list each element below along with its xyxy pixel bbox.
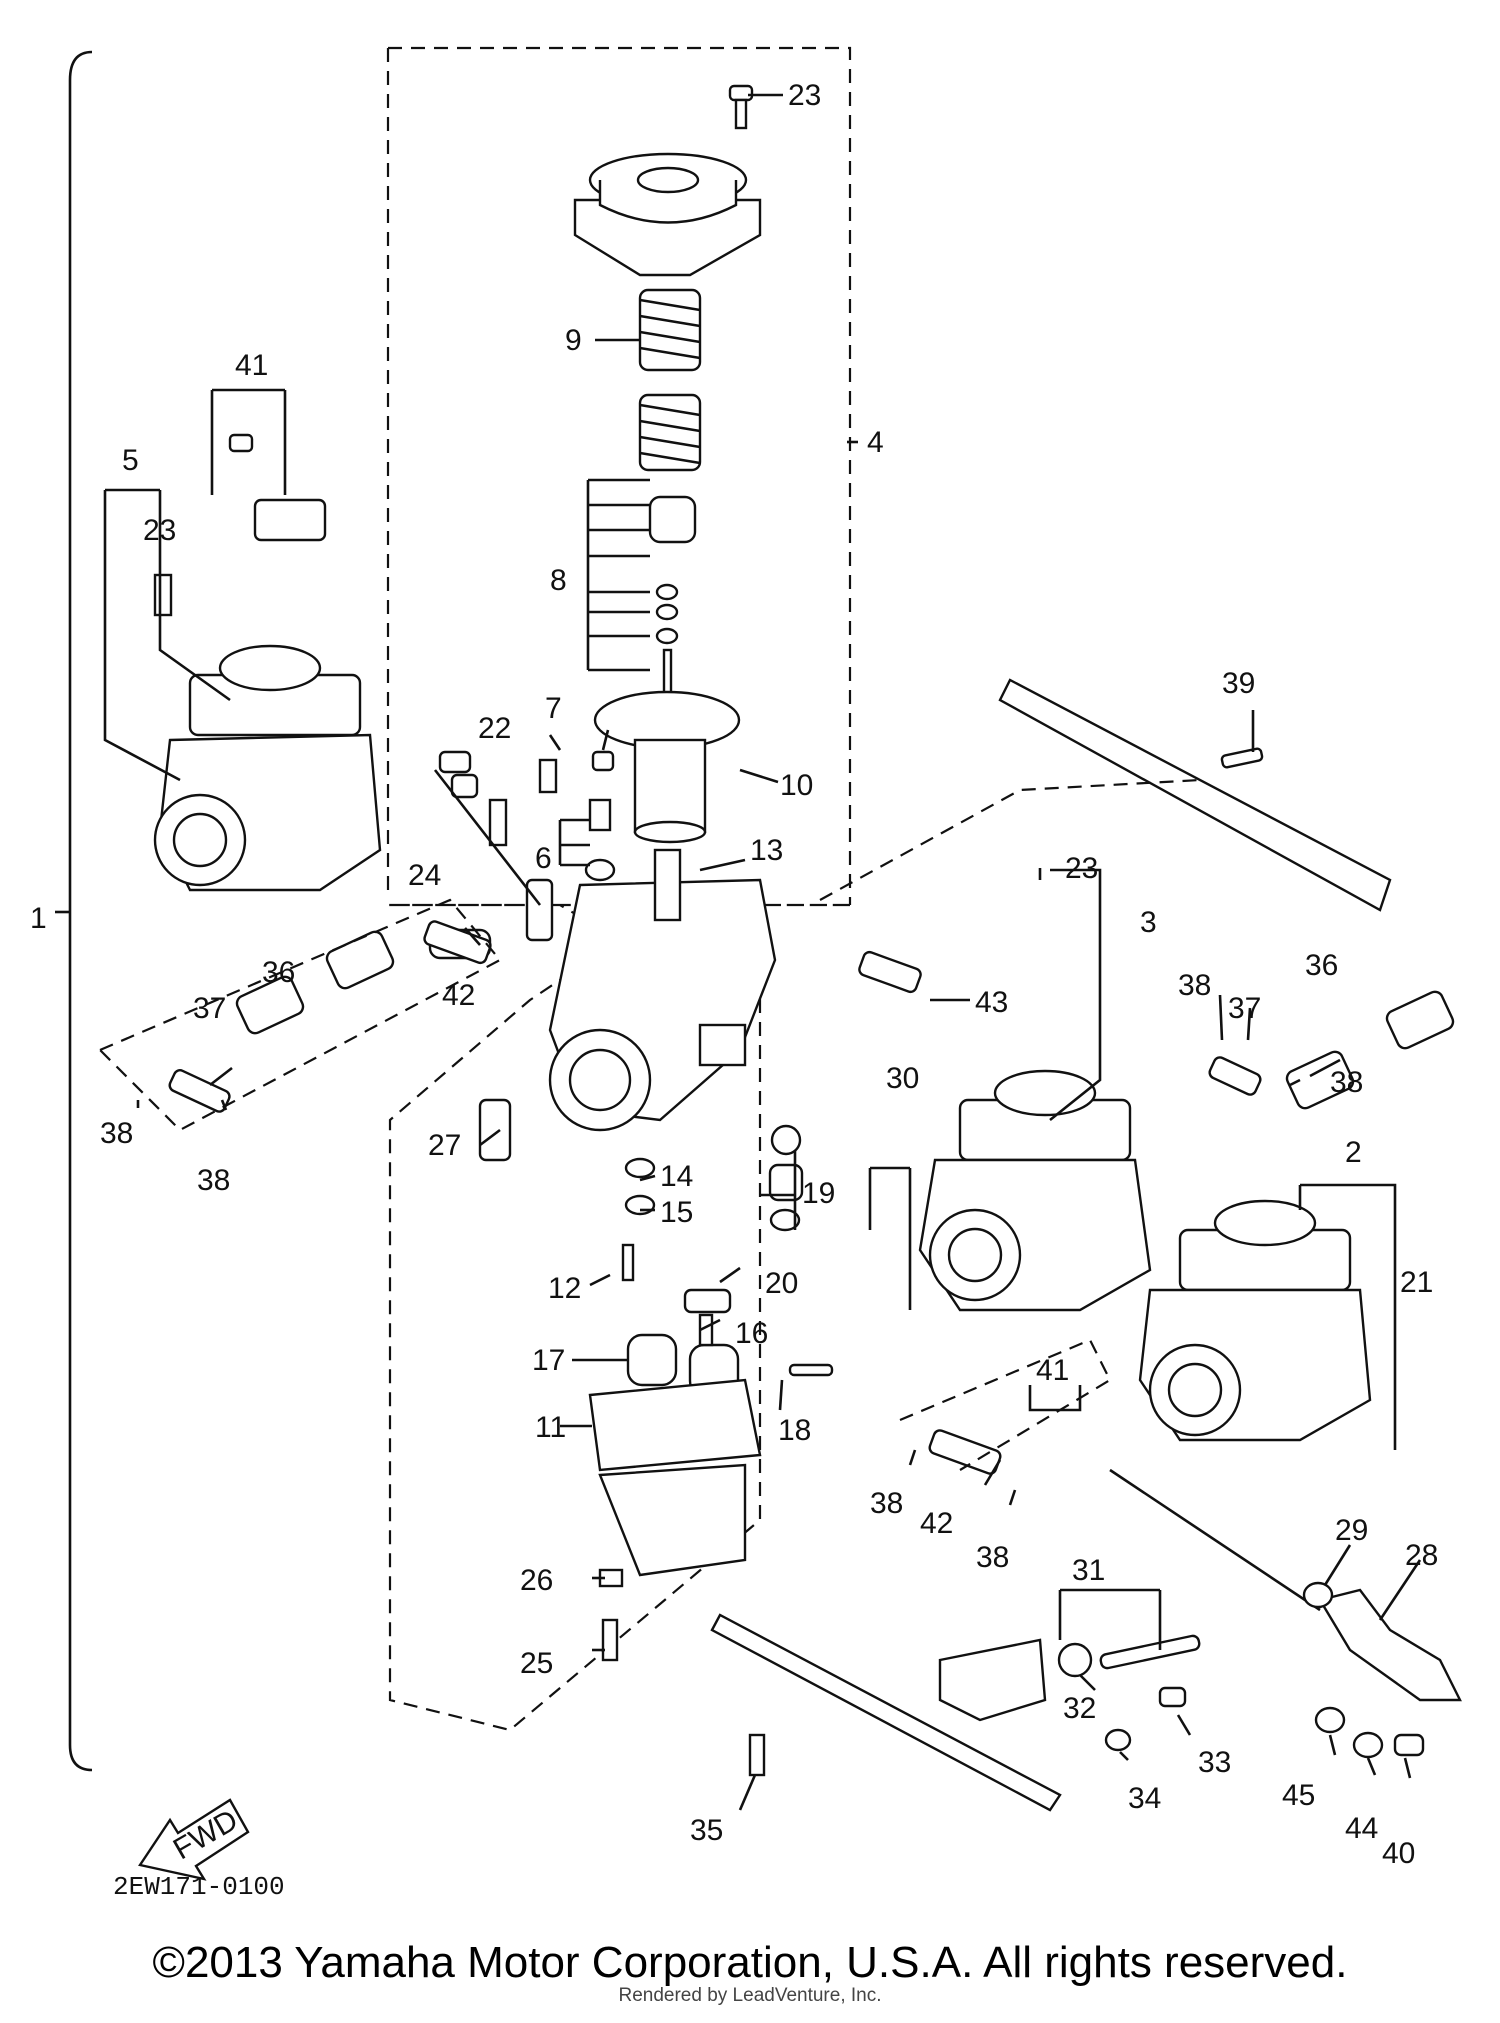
- label-part-37-right: 37: [1228, 992, 1261, 1025]
- small-parts: [428, 750, 834, 1377]
- label-part-20: 20: [765, 1267, 798, 1300]
- label-part-34: 34: [1128, 1782, 1161, 1815]
- label-part-28: 28: [1405, 1539, 1438, 1572]
- label-part-38-c: 38: [1178, 969, 1211, 1002]
- label-part-44: 44: [1345, 1812, 1378, 1845]
- lower-stay-bar: [710, 1613, 1062, 1812]
- label-part-32: 32: [1063, 1692, 1096, 1725]
- part-labels: 1 2 3 4 5 6 7 8 9 10 11 12 13 14 15 16 1…: [30, 79, 1438, 1870]
- exploded-view-boundary: [388, 46, 852, 1732]
- label-part-35: 35: [690, 1814, 723, 1847]
- piston-diaphragm: [593, 690, 741, 844]
- screw-top: [728, 84, 754, 130]
- label-part-38-d: 38: [1330, 1066, 1363, 1099]
- label-part-38-b: 38: [197, 1164, 230, 1197]
- label-part-18: 18: [778, 1414, 811, 1447]
- label-part-13: 13: [750, 834, 783, 867]
- label-part-24: 24: [408, 859, 441, 892]
- label-part-17: 17: [532, 1344, 565, 1377]
- throttle-shaft-lever: [1109, 1468, 1462, 1759]
- label-part-22: 22: [478, 712, 511, 745]
- label-part-41-top: 41: [235, 349, 268, 382]
- label-part-12: 12: [548, 1272, 581, 1305]
- label-part-38-f: 38: [976, 1541, 1009, 1574]
- diagram-code: 2EW171-0100: [113, 1872, 285, 1902]
- spring-lower: [638, 393, 702, 472]
- label-part-41-bottom: 41: [1036, 1354, 1069, 1387]
- label-part-11: 11: [535, 1411, 566, 1444]
- label-part-27: 27: [428, 1129, 461, 1162]
- label-part-9: 9: [565, 324, 582, 357]
- upper-stay-bar: [998, 678, 1392, 912]
- leader-lines: [55, 93, 1422, 1811]
- label-part-5: 5: [122, 444, 139, 477]
- rendered-by-watermark: Rendered by LeadVenture, Inc.: [618, 1985, 882, 2006]
- label-part-8: 8: [550, 564, 567, 597]
- hose-routing: [98, 778, 1201, 1471]
- label-part-7: 7: [545, 692, 562, 725]
- label-part-4: 4: [867, 426, 884, 459]
- hoses: [235, 930, 1455, 1110]
- float-assembly: [588, 1333, 762, 1662]
- label-part-39: 39: [1222, 667, 1255, 700]
- label-part-40: 40: [1382, 1837, 1415, 1870]
- assembly-bracket: [68, 50, 93, 1772]
- label-part-38-e: 38: [870, 1487, 903, 1520]
- label-part-23-top: 23: [788, 79, 821, 112]
- throttle-stop-bracket: [938, 1634, 1201, 1752]
- label-part-19: 19: [802, 1177, 835, 1210]
- label-part-25: 25: [520, 1647, 553, 1680]
- label-part-6: 6: [535, 842, 552, 875]
- label-part-45: 45: [1282, 1779, 1315, 1812]
- label-part-3: 3: [1140, 906, 1157, 939]
- diaphragm-cover: [573, 152, 762, 277]
- fuel-joints: [168, 920, 1262, 1475]
- label-part-33: 33: [1198, 1746, 1231, 1779]
- label-part-42-left: 42: [442, 979, 475, 1012]
- label-part-2: 2: [1345, 1136, 1362, 1169]
- label-part-29: 29: [1335, 1514, 1368, 1547]
- fwd-arrow-icon: FWD: [138, 1798, 250, 1881]
- label-part-23-right: 23: [1065, 852, 1098, 885]
- label-part-37-left: 37: [193, 992, 226, 1025]
- label-part-42-right: 42: [920, 1507, 953, 1540]
- label-part-30: 30: [886, 1062, 919, 1095]
- label-part-15: 15: [660, 1196, 693, 1229]
- carburetor-body-exploded: [548, 848, 777, 1132]
- label-part-14: 14: [660, 1160, 693, 1193]
- label-part-26: 26: [520, 1564, 553, 1597]
- label-part-43: 43: [975, 986, 1008, 1019]
- label-part-36-left: 36: [262, 956, 295, 989]
- label-part-23-left: 23: [143, 514, 176, 547]
- label-part-36-right: 36: [1305, 949, 1338, 982]
- carburetor-2-assembled: [1138, 1199, 1372, 1442]
- copyright-notice: ©2013 Yamaha Motor Corporation, U.S.A. A…: [152, 1938, 1348, 1987]
- carburetor-3-assembled: [918, 1069, 1152, 1312]
- label-part-10: 10: [780, 769, 813, 802]
- label-part-38-a: 38: [100, 1117, 133, 1150]
- label-part-21: 21: [1400, 1266, 1433, 1299]
- carburetor-left-assembled: [153, 433, 382, 892]
- spring-upper: [638, 288, 702, 372]
- label-part-16: 16: [735, 1317, 768, 1350]
- label-part-1: 1: [30, 902, 47, 935]
- label-part-31: 31: [1072, 1554, 1105, 1587]
